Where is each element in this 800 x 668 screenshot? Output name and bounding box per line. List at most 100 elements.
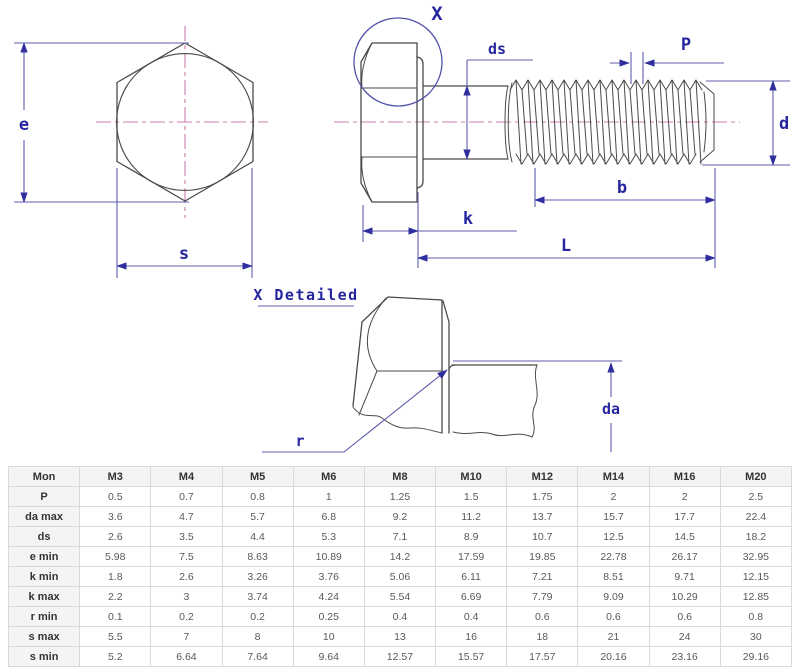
table-cell: 5.2: [79, 646, 152, 667]
l-dimension-label: L: [561, 236, 571, 256]
table-cell: 1: [292, 486, 365, 507]
table-cell: 9.09: [577, 586, 650, 607]
table-cell: 7.79: [506, 586, 579, 607]
table-cell: 15.7: [577, 506, 650, 527]
detail-facet-arc: [366, 297, 387, 372]
table-cell: 8.63: [221, 546, 294, 567]
table-cell: 3.26: [221, 566, 294, 587]
table-cell: 5.7: [221, 506, 294, 527]
table-cell: 4.24: [292, 586, 365, 607]
table-cell: 0.25: [292, 606, 365, 627]
table-cell: 14.2: [363, 546, 437, 567]
detail-fillet-radius: [448, 364, 457, 372]
detail-facet-line-down: [358, 370, 378, 416]
s-dimension-label: s: [179, 244, 189, 264]
side-view-bolt: X ds P d b k: [334, 3, 790, 268]
table-corner-header: Mon: [7, 466, 81, 487]
table-cell: 30: [719, 626, 793, 647]
table-cell: 13: [363, 626, 437, 647]
table-cell: 0.8: [719, 606, 793, 627]
table-row-label: s min: [7, 646, 81, 667]
detail-break-line-left: [352, 406, 443, 434]
table-cell: 0.1: [79, 606, 152, 627]
table-cell: 0.7: [150, 486, 223, 507]
table-cell: 2: [648, 486, 721, 507]
thread-profile: [509, 79, 703, 165]
table-cell: 26.17: [648, 546, 721, 567]
table-cell: 17.57: [506, 646, 579, 667]
table-cell: 19.85: [506, 546, 579, 567]
hexagon-outline: [116, 42, 254, 202]
table-cell: 22.4: [719, 506, 793, 527]
table-column-header: M6: [292, 466, 365, 487]
table-cell: 3.74: [221, 586, 294, 607]
table-cell: 3.5: [150, 526, 223, 547]
r-leader-line: [262, 369, 448, 453]
table-cell: 10: [292, 626, 365, 647]
table-cell: 0.6: [506, 606, 579, 627]
table-cell: 6.11: [435, 566, 508, 587]
table-column-header: M10: [435, 466, 508, 487]
detail-head-outline: [352, 296, 443, 407]
table-cell: 0.4: [435, 606, 508, 627]
table-cell: 5.98: [79, 546, 152, 567]
table-cell: 5.06: [363, 566, 437, 587]
table-cell: 7.5: [150, 546, 223, 567]
table-cell: 2.6: [79, 526, 152, 547]
detail-view-title: X Detailed: [253, 286, 358, 304]
table-cell: 24: [648, 626, 721, 647]
table-cell: 18: [506, 626, 579, 647]
table-cell: 17.59: [435, 546, 508, 567]
table-cell: 15.57: [435, 646, 508, 667]
table-cell: 2.6: [150, 566, 223, 587]
table-cell: 8.51: [577, 566, 650, 587]
detail-washer-face: [442, 300, 450, 434]
table-cell: 7: [150, 626, 223, 647]
table-cell: 2.2: [79, 586, 152, 607]
table-cell: 21: [577, 626, 650, 647]
table-cell: 0.6: [648, 606, 721, 627]
table-column-header: M3: [79, 466, 152, 487]
table-cell: 0.8: [221, 486, 294, 507]
table-column-header: M4: [150, 466, 223, 487]
head-chamfer-arc-bottom: [361, 156, 373, 203]
table-column-header: M5: [221, 466, 294, 487]
table-cell: 14.5: [648, 526, 721, 547]
table-cell: 1.75: [506, 486, 579, 507]
table-column-header: M12: [506, 466, 579, 487]
table-cell: 6.64: [150, 646, 223, 667]
table-row-label: e min: [7, 546, 81, 567]
table-cell: 7.21: [506, 566, 579, 587]
table-row-label: r min: [7, 606, 81, 627]
table-cell: 1.5: [435, 486, 508, 507]
x-callout-label: X: [431, 3, 443, 25]
table-cell: 0.2: [221, 606, 294, 627]
table-cell: 10.7: [506, 526, 579, 547]
table-cell: 1.25: [363, 486, 437, 507]
table-cell: 11.2: [435, 506, 508, 527]
table-cell: 22.78: [577, 546, 650, 567]
table-cell: 4.7: [150, 506, 223, 527]
table-row-label: k min: [7, 566, 81, 587]
table-row-label: da max: [7, 506, 81, 527]
table-cell: 12.5: [577, 526, 650, 547]
table-cell: 5.54: [363, 586, 437, 607]
table-column-header: M20: [719, 466, 793, 487]
table-cell: 7.64: [221, 646, 294, 667]
washer-face: [416, 56, 424, 189]
table-cell: 17.7: [648, 506, 721, 527]
table-column-header: M8: [363, 466, 437, 487]
table-row-label: s max: [7, 626, 81, 647]
table-cell: 5.3: [292, 526, 365, 547]
table-column-header: M14: [577, 466, 650, 487]
